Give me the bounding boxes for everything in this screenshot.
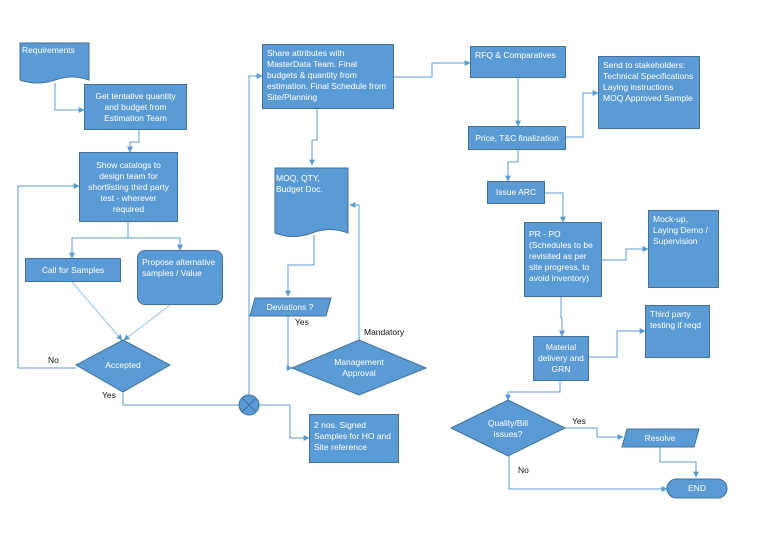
material-delivery-label: Material delivery and GRN [538, 342, 584, 374]
edge-label-no-quality: No [518, 465, 529, 475]
moq-doc-node[interactable]: MOQ, QTY, Budget Doc. [276, 170, 336, 198]
accepted-node[interactable]: Accepted [90, 356, 156, 374]
material-delivery-node[interactable]: Material delivery and GRN [533, 336, 589, 381]
show-catalogs-label: Show catalogs to design team for shortli… [88, 159, 169, 214]
deviations-node[interactable]: Deviations ? [256, 300, 324, 314]
moq-doc-label: MOQ, QTY, Budget Doc. [276, 173, 323, 194]
signed-samples-label: 2 nos. Signed Samples for HO and Site re… [314, 420, 392, 452]
share-attributes-label: Share attributes with MasterData Team. F… [267, 48, 387, 102]
quality-shape [449, 399, 567, 457]
propose-alt-node[interactable]: Propose alternative samples / Value [137, 250, 223, 305]
price-finalization-label: Price, T&C finalization [475, 132, 559, 143]
get-tentative-label: Get tentative quantity and budget from E… [95, 90, 176, 123]
send-stakeholders-label: Send to stakeholders: Technical Specific… [603, 60, 694, 103]
merge-cross [241, 397, 257, 413]
connector-call-accepted [71, 281, 123, 341]
signed-samples-node[interactable]: 2 nos. Signed Samples for HO and Site re… [309, 414, 399, 463]
third-party-label: Third party testing if reqd [650, 309, 702, 330]
propose-alt-label: Propose alternative samples / Value [142, 257, 216, 278]
edge-label-yes-accepted: Yes [102, 390, 116, 400]
price-finalization-node[interactable]: Price, T&C finalization [468, 126, 566, 150]
connector-tentative-catalogs [127, 130, 140, 153]
edge-label-mandatory: Mandatory [364, 327, 405, 337]
connector-requirements-tentative [54, 83, 85, 113]
requirements-label: Requirements [22, 44, 75, 55]
connector-circle-share [248, 73, 263, 395]
end-shape [666, 478, 728, 499]
connector-share-moq [309, 109, 318, 166]
get-tentative-node[interactable]: Get tentative quantity and budget from E… [84, 84, 187, 130]
connector-accepted-no [17, 183, 80, 369]
issue-arc-node[interactable]: Issue ARC [487, 181, 545, 204]
connector-catalogs-call [69, 222, 129, 259]
call-samples-node[interactable]: Call for Samples [25, 258, 121, 282]
deviations-label: Deviations ? [266, 301, 314, 312]
connector-deviations-mgmt [286, 316, 293, 371]
connector-mgmt-moq [349, 202, 360, 341]
connector-price-arc [505, 150, 519, 182]
rfq-label: RFQ & Comparatives [475, 50, 556, 60]
deviations-shape [249, 297, 332, 317]
connector-arc-prpo [545, 192, 566, 223]
pr-po-label: PR - PO (Schedules to be revisited as pe… [529, 229, 593, 283]
connector-propose-accepted [123, 304, 171, 341]
connector-moq-deviations [285, 235, 315, 297]
accepted-label: Accepted [105, 359, 141, 370]
connector-price-stakeholders [566, 90, 599, 138]
edge-label-yes-deviation: Yes [295, 317, 309, 327]
requirements-node[interactable]: Requirements [20, 43, 91, 57]
mgmt-approval-node[interactable]: Management Approval [328, 355, 390, 381]
quality-issues-node[interactable]: Quality/Bill issues? [480, 417, 536, 441]
issue-arc-label: Issue ARC [495, 187, 537, 197]
connector-prpo-mockup [602, 246, 649, 261]
quality-issues-label: Quality/Bill issues? [487, 418, 529, 439]
edge-label-yes-quality: Yes [572, 416, 586, 426]
connector-quality-resolve [564, 427, 624, 440]
third-party-node[interactable]: Third party testing if reqd [645, 305, 710, 358]
connector-circle-signed [259, 404, 310, 441]
rfq-node[interactable]: RFQ & Comparatives [470, 46, 566, 78]
send-stakeholders-node[interactable]: Send to stakeholders: Technical Specific… [598, 56, 700, 129]
resolve-label: Resolve [644, 432, 676, 443]
resolve-shape [621, 428, 700, 448]
show-catalogs-node[interactable]: Show catalogs to design team for shortli… [79, 152, 178, 222]
mockup-node[interactable]: Mock-up, Laying Demo / Supervision [648, 210, 719, 288]
connector-resolve-end [659, 447, 699, 478]
connector-quality-end [508, 455, 668, 492]
connector-material-thirdparty [589, 328, 646, 358]
mgmt-approval-label: Management Approval [334, 357, 384, 378]
connector-prpo-material [559, 297, 565, 337]
call-samples-label: Call for Samples [41, 264, 105, 275]
end-label: END [688, 483, 706, 493]
end-node[interactable]: END [667, 480, 727, 497]
moq-doc-shape [274, 167, 349, 237]
accepted-shape [74, 339, 172, 393]
connector-share-rfq [394, 60, 471, 78]
pr-po-node[interactable]: PR - PO (Schedules to be revisited as pe… [524, 222, 602, 297]
mgmt-approval-shape [290, 339, 428, 396]
connector-accepted-yes [122, 393, 239, 406]
resolve-node[interactable]: Resolve [627, 430, 693, 446]
connector-catalogs-propose [128, 237, 183, 251]
mockup-label: Mock-up, Laying Demo / Supervision [653, 214, 708, 246]
edge-label-no-accepted: No [48, 355, 59, 365]
requirements-shape [19, 42, 90, 84]
share-attributes-node[interactable]: Share attributes with MasterData Team. F… [262, 44, 394, 109]
connector-material-quality [505, 381, 561, 401]
